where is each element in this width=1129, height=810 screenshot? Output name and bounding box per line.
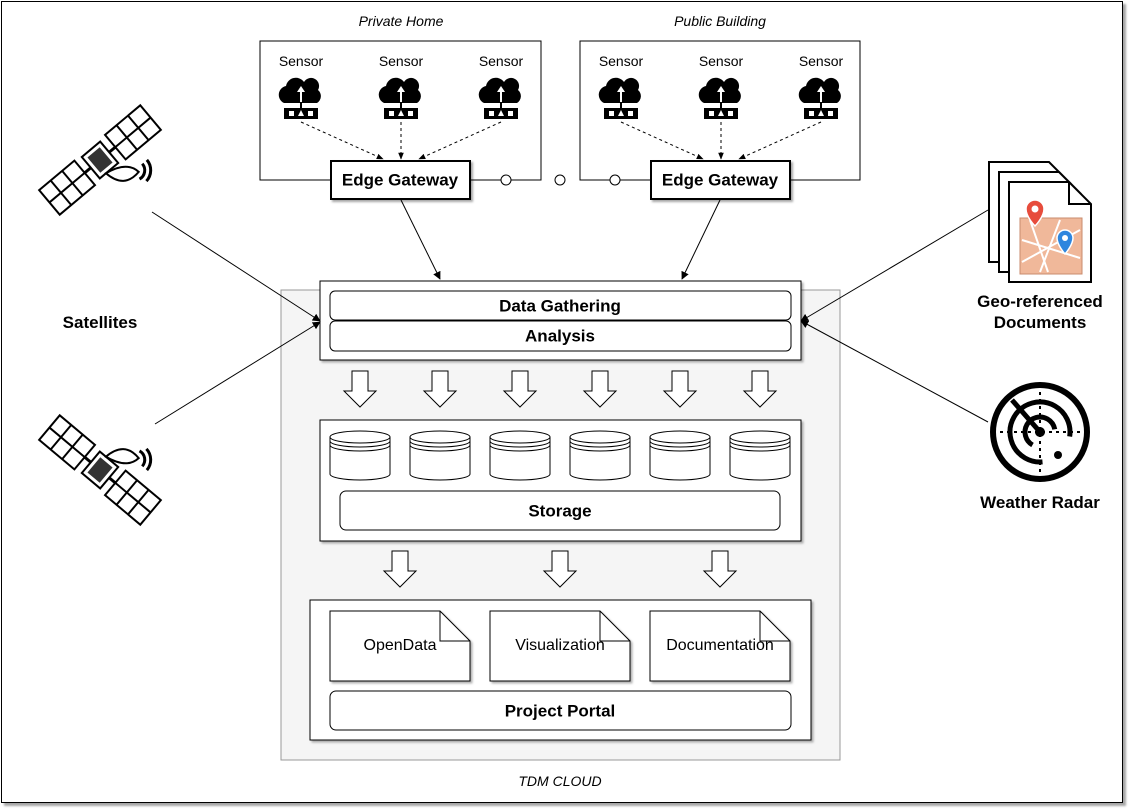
down-arrows-processing-to-storage bbox=[342, 370, 778, 408]
satellite-icon bbox=[37, 103, 163, 217]
data-gathering-label: Data Gathering bbox=[499, 296, 621, 315]
weather-radar-label: Weather Radar bbox=[980, 493, 1100, 512]
sensor-cloud-icon bbox=[598, 77, 641, 119]
sensor-label: Sensor bbox=[479, 53, 524, 69]
database-icon bbox=[489, 430, 551, 481]
sensor-cloud-icon bbox=[698, 77, 741, 119]
down-arrow bbox=[422, 370, 458, 408]
database-icon bbox=[569, 430, 631, 481]
database-icon bbox=[409, 430, 471, 481]
weather-radar-icon bbox=[990, 382, 1090, 482]
sensor-to-gateway-link bbox=[738, 121, 822, 160]
portal-block: OpenData Visualization Documentation Proje… bbox=[309, 599, 812, 741]
analysis-label: Analysis bbox=[525, 326, 595, 345]
project-portal-label: Project Portal bbox=[505, 701, 616, 720]
database-icon bbox=[649, 430, 711, 481]
gateway-link bbox=[470, 174, 651, 186]
portal-document-label: Documentation bbox=[666, 637, 774, 654]
sensors-layer: Sensor Sensor Sensor Sensor Sensor Sensor bbox=[278, 53, 844, 160]
sensor-label: Sensor bbox=[599, 53, 644, 69]
database-icon bbox=[329, 430, 391, 481]
sensor-to-gateway-link bbox=[620, 121, 704, 160]
sensor-cloud-icon bbox=[378, 77, 421, 119]
sensor-cloud-icon bbox=[798, 77, 841, 119]
portal-document-visualization[interactable]: Visualization bbox=[489, 610, 631, 682]
down-arrow bbox=[542, 550, 578, 588]
arrow-satellite-to-processing bbox=[154, 321, 321, 425]
sensor-label: Sensor bbox=[699, 53, 744, 69]
portal-document-opendata[interactable]: OpenData bbox=[329, 610, 471, 682]
edge-gateway-public-building[interactable]: Edge Gateway bbox=[650, 160, 791, 200]
gateway-label: Edge Gateway bbox=[342, 170, 459, 189]
sensor-to-gateway-link bbox=[300, 121, 384, 160]
project-portal-box[interactable]: Project Portal bbox=[329, 690, 792, 731]
sensor[interactable]: Sensor bbox=[418, 53, 524, 160]
sensor-cloud-icon bbox=[278, 77, 321, 119]
down-arrow bbox=[742, 370, 778, 408]
down-arrow bbox=[662, 370, 698, 408]
geo-documents-icon bbox=[988, 161, 1092, 283]
sensor[interactable]: Sensor bbox=[738, 53, 844, 160]
sensor-to-gateway-link bbox=[418, 121, 502, 160]
database-icon bbox=[729, 430, 791, 481]
edge-gateway-private-home[interactable]: Edge Gateway bbox=[330, 160, 471, 200]
arrow-gateway-to-processing bbox=[681, 199, 721, 280]
down-arrow bbox=[342, 370, 378, 408]
sensor[interactable]: Sensor bbox=[278, 53, 384, 160]
portal-document-label: OpenData bbox=[364, 637, 437, 654]
geo-documents-label-line1: Geo-referenced bbox=[977, 292, 1103, 311]
portal-document-label: Visualization bbox=[515, 637, 605, 654]
processing-block: Data Gathering Analysis bbox=[319, 280, 802, 361]
databases bbox=[329, 430, 791, 481]
down-arrow bbox=[582, 370, 618, 408]
sensor-label: Sensor bbox=[379, 53, 424, 69]
storage-label: Storage bbox=[528, 501, 591, 520]
down-arrow bbox=[502, 370, 538, 408]
sensor-cloud-icon bbox=[478, 77, 521, 119]
sensor[interactable]: Sensor bbox=[698, 53, 744, 160]
storage-box[interactable]: Storage bbox=[339, 490, 781, 531]
data-gathering-box[interactable]: Data Gathering bbox=[329, 290, 792, 321]
arrow-weather-radar-to-processing bbox=[800, 320, 989, 423]
portal-document-documentation[interactable]: Documentation bbox=[649, 610, 791, 682]
analysis-box[interactable]: Analysis bbox=[329, 320, 792, 352]
sensor-label: Sensor bbox=[799, 53, 844, 69]
arrow-satellite-to-processing bbox=[151, 211, 321, 322]
storage-block: Storage bbox=[319, 419, 802, 542]
satellite-icon bbox=[37, 413, 163, 527]
satellites-label: Satellites bbox=[63, 313, 138, 332]
arrow-geo-documents-to-processing bbox=[800, 209, 989, 322]
portal-documents: OpenData Visualization Documentation bbox=[329, 610, 791, 682]
site-title: Public Building bbox=[674, 13, 766, 29]
site-title: Private Home bbox=[359, 13, 444, 29]
geo-documents-label-line2: Documents bbox=[994, 313, 1087, 332]
down-arrow bbox=[702, 550, 738, 588]
sensor-label: Sensor bbox=[279, 53, 324, 69]
down-arrow bbox=[382, 550, 418, 588]
sensor[interactable]: Sensor bbox=[598, 53, 704, 160]
sensor[interactable]: Sensor bbox=[378, 53, 424, 160]
gateway-label: Edge Gateway bbox=[662, 170, 779, 189]
down-arrows-storage-to-portal bbox=[382, 550, 738, 588]
tdm-cloud-label: TDM CLOUD bbox=[518, 773, 601, 789]
arrow-gateway-to-processing bbox=[400, 199, 441, 280]
